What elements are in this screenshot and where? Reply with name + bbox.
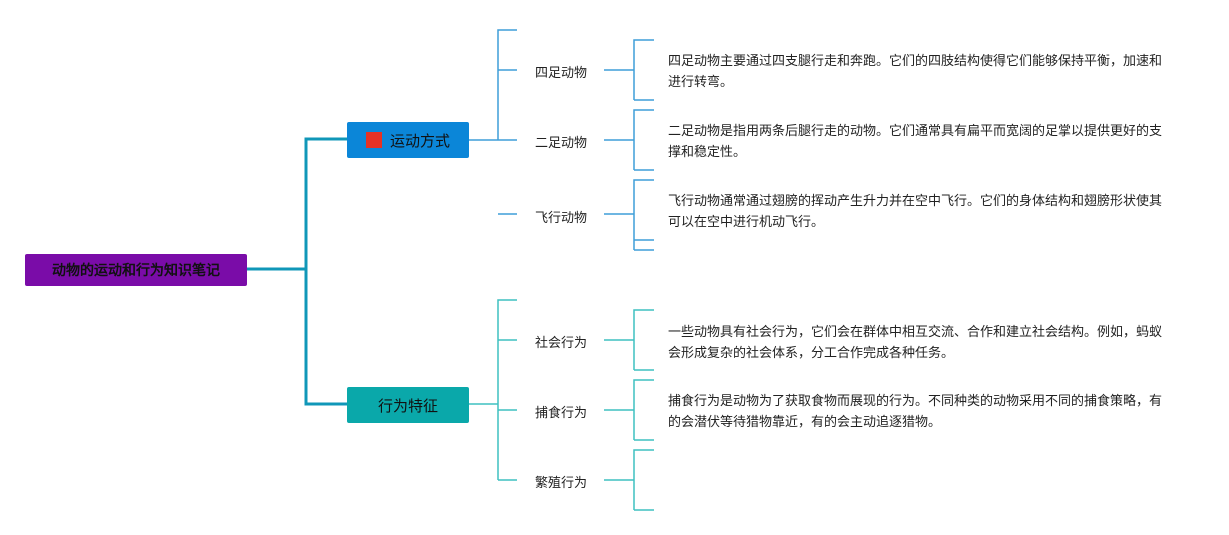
sub1-connector <box>604 39 654 101</box>
sub4-connector <box>604 309 654 371</box>
sub3-connector <box>604 179 654 251</box>
note-biped[interactable]: 二足动物是指用两条后腿行走的动物。它们通常具有扁平而宽阔的足掌以提供更好的支撑和… <box>668 124 1163 160</box>
subtopic-reproduction[interactable]: 繁殖行为 <box>534 476 587 491</box>
subtopic-biped[interactable]: 二足动物 <box>534 136 587 151</box>
subtopic-social[interactable]: 社会行为 <box>534 336 587 351</box>
sub2-connector <box>604 109 654 171</box>
red-flag-icon <box>365 132 382 148</box>
note-social[interactable]: 一些动物具有社会行为，它们会在群体中相互交流、合作和建立社会结构。例如，蚂蚁会形… <box>668 325 1163 361</box>
branch1-connector <box>469 29 517 215</box>
root-topic[interactable]: 动物的运动和行为知识笔记 <box>25 254 247 286</box>
branch-topic-label: 行为特征 <box>377 396 438 415</box>
branch-topic-movement[interactable]: 运动方式 <box>347 122 469 158</box>
subtopic-flying[interactable]: 飞行动物 <box>534 211 587 226</box>
sub6-connector <box>604 449 654 511</box>
root-topic-label: 动物的运动和行为知识笔记 <box>52 263 220 279</box>
note-flying[interactable]: 飞行动物通常通过翅膀的挥动产生升力并在空中飞行。它们的身体结构和翅膀形状使其可以… <box>668 194 1163 230</box>
subtopic-predation[interactable]: 捕食行为 <box>534 406 587 421</box>
root-connector <box>247 137 347 406</box>
branch-topic-behavior[interactable]: 行为特征 <box>347 387 469 423</box>
subtopic-quadruped[interactable]: 四足动物 <box>534 66 587 81</box>
sub5-connector <box>604 379 654 441</box>
note-quadruped[interactable]: 四足动物主要通过四支腿行走和奔跑。它们的四肢结构使得它们能够保持平衡，加速和进行… <box>668 54 1163 90</box>
branch2-connector <box>469 299 517 481</box>
branch-topic-label: 运动方式 <box>389 131 450 150</box>
note-predation[interactable]: 捕食行为是动物为了获取食物而展现的行为。不同种类的动物采用不同的捕食策略，有的会… <box>668 394 1163 430</box>
